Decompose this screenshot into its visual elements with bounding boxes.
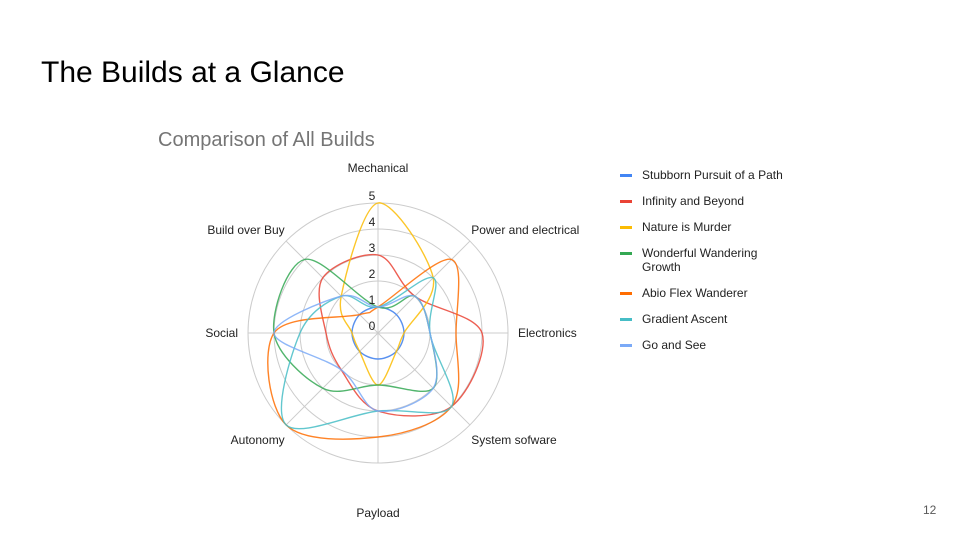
legend-label: Stubborn Pursuit of a Path — [642, 168, 783, 182]
legend-swatch — [620, 226, 632, 229]
grid-spoke — [285, 240, 379, 334]
tick-label: 3 — [369, 241, 376, 255]
series-line-0 — [351, 306, 405, 360]
slide-title: The Builds at a Glance — [41, 56, 345, 89]
grid-spoke — [377, 332, 471, 426]
legend-swatch — [620, 174, 632, 177]
category-label: Payload — [356, 506, 399, 520]
tick-label: 5 — [369, 189, 376, 203]
category-label: Autonomy — [231, 433, 285, 447]
category-label: Power and electrical — [471, 223, 579, 237]
tick-label: 1 — [369, 293, 376, 307]
category-label: Electronics — [518, 326, 577, 340]
legend-item: Nature is Murder — [620, 220, 795, 234]
grid-spoke — [285, 332, 379, 426]
legend-item: Go and See — [620, 338, 795, 352]
category-label: Mechanical — [348, 161, 409, 175]
category-label: Social — [205, 326, 238, 340]
legend-item: Wonderful Wandering Growth — [620, 246, 795, 274]
legend-label: Nature is Murder — [642, 220, 732, 234]
legend-label: Infinity and Beyond — [642, 194, 745, 208]
legend-label: Wonderful Wandering Growth — [642, 246, 758, 274]
radar-grid — [247, 202, 509, 464]
series-line-1 — [318, 253, 484, 417]
legend-item: Stubborn Pursuit of a Path — [620, 168, 795, 182]
series-line-4 — [267, 258, 460, 440]
page-number: 12 — [923, 503, 937, 517]
grid-spoke — [377, 240, 471, 334]
legend-swatch — [620, 344, 632, 347]
tick-label: 0 — [369, 319, 376, 333]
legend-item: Infinity and Beyond — [620, 194, 795, 208]
legend-label: Abio Flex Wanderer — [642, 286, 748, 300]
chart-title: Comparison of All Builds — [158, 129, 375, 151]
legend-item: Abio Flex Wanderer — [620, 286, 795, 300]
tick-label: 2 — [369, 267, 376, 281]
legend-swatch — [620, 292, 632, 295]
category-label: System sofware — [471, 433, 557, 447]
legend-swatch — [620, 318, 632, 321]
legend-swatch — [620, 200, 632, 203]
radar-series — [267, 202, 484, 440]
tick-label: 4 — [369, 215, 376, 229]
legend-label: Gradient Ascent — [642, 312, 728, 326]
legend-item: Gradient Ascent — [620, 312, 795, 326]
legend-label: Go and See — [642, 338, 707, 352]
legend-swatch — [620, 252, 632, 255]
series-line-6 — [273, 294, 438, 413]
category-label: Build over Buy — [207, 223, 284, 237]
